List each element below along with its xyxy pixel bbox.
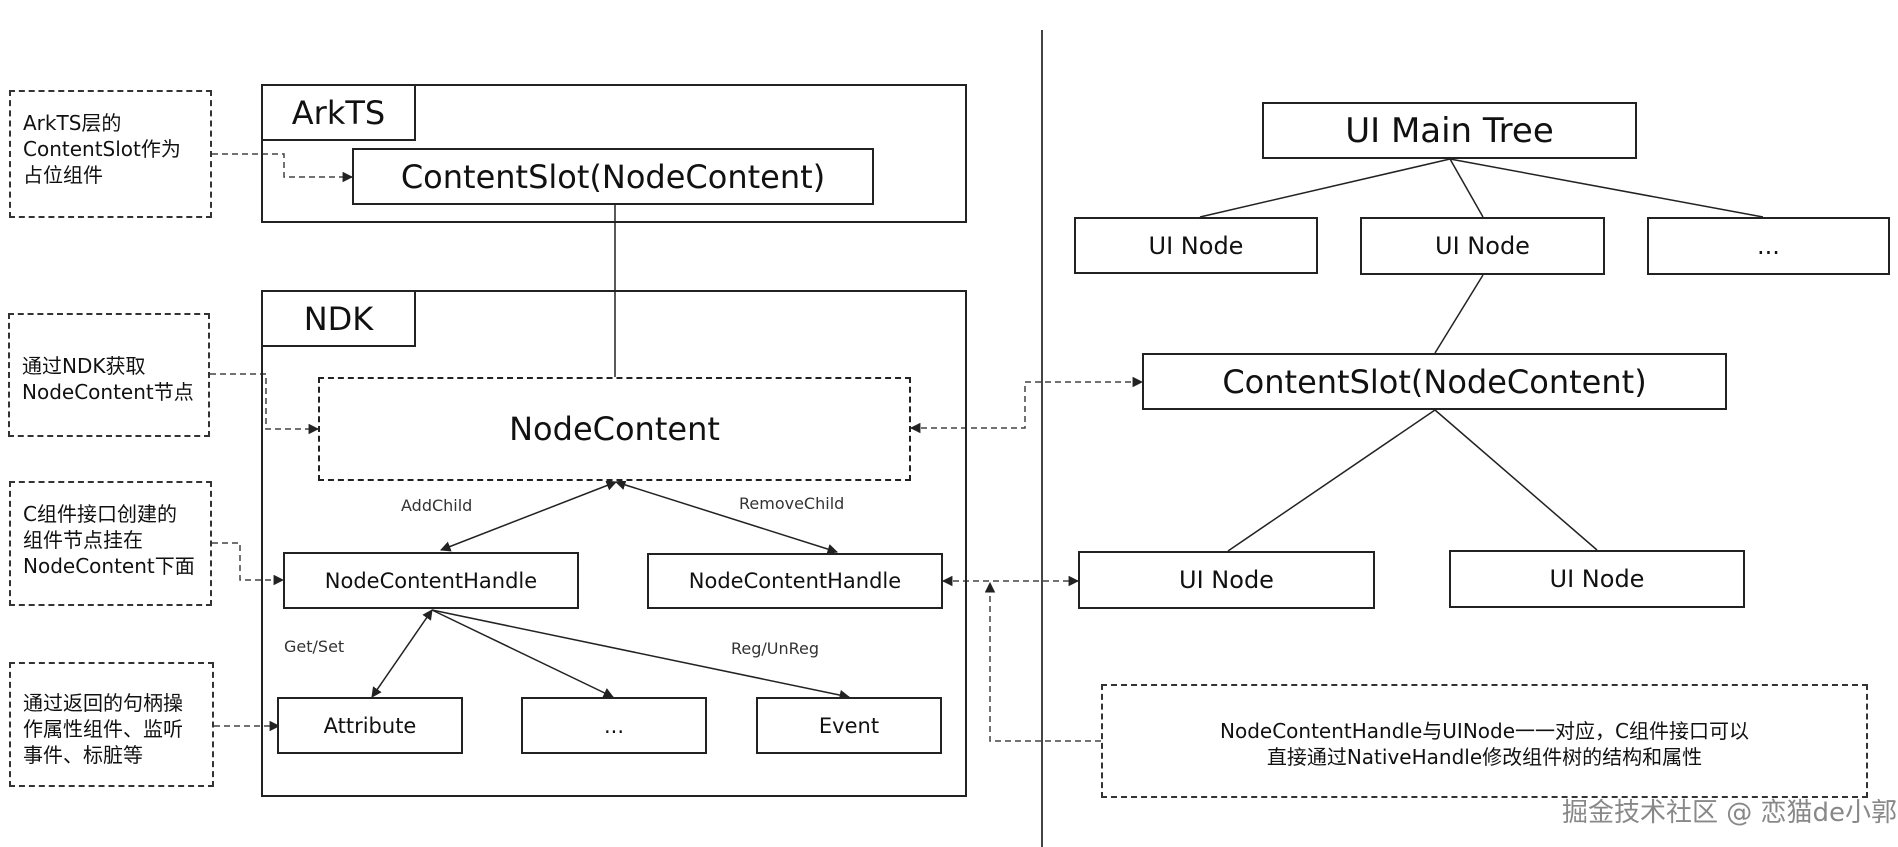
note-arkts-placeholder: ArkTS层的 ContentSlot作为 占位组件 <box>9 90 212 218</box>
ui-node-more: ... <box>1647 217 1890 275</box>
note-ndk-get-nodecontent: 通过NDK获取 NodeContent节点 <box>8 313 210 437</box>
ui-node-child-2: UI Node <box>1449 550 1745 608</box>
ui-node-2: UI Node <box>1360 217 1605 275</box>
get-set-label: Get/Set <box>284 637 345 656</box>
arkts-layer-title: ArkTS <box>263 86 416 141</box>
note-c-component-mount: C组件接口创建的 组件节点挂在 NodeContent下面 <box>9 481 212 606</box>
note-line-2: 直接通过NativeHandle修改组件树的结构和属性 <box>1266 745 1703 769</box>
ui-main-tree: UI Main Tree <box>1262 102 1637 159</box>
node-content-handle-right: NodeContentHandle <box>647 553 943 609</box>
right-content-slot: ContentSlot(NodeContent) <box>1142 353 1727 410</box>
reg-unreg-label: Reg/UnReg <box>731 639 820 658</box>
attribute-box: Attribute <box>277 697 463 754</box>
note-line-1: NodeContentHandle与UINode一一对应，C组件接口可以 <box>1220 719 1749 743</box>
ndk-layer-frame: NDK <box>261 290 967 797</box>
ndk-layer-title: NDK <box>263 292 416 347</box>
ellipsis-box: ... <box>521 697 707 754</box>
ui-node-1: UI Node <box>1074 217 1318 274</box>
node-content-box: NodeContent <box>318 377 911 481</box>
add-child-label: AddChild <box>401 496 473 515</box>
watermark: 掘金技术社区 @ 恋猫de小郭 <box>1562 798 1898 828</box>
remove-child-label: RemoveChild <box>739 494 845 513</box>
event-box: Event <box>756 697 942 754</box>
note-handle-uinode-mapping: NodeContentHandle与UINode一一对应，C组件接口可以 直接通… <box>1101 684 1868 798</box>
arkts-content-slot: ContentSlot(NodeContent) <box>352 148 874 205</box>
node-content-handle-left: NodeContentHandle <box>283 552 579 609</box>
arkts-layer-frame: ArkTS <box>261 84 967 223</box>
note-handle-operations: 通过返回的句柄操 作属性组件、监听 事件、标脏等 <box>9 662 214 787</box>
ui-node-child-1: UI Node <box>1078 551 1375 609</box>
